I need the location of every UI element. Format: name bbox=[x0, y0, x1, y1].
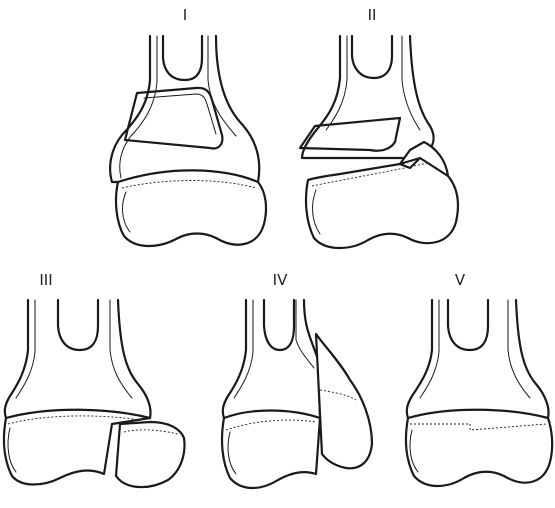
epiphysis-3-fragment bbox=[116, 422, 184, 487]
epiphysis-1 bbox=[116, 170, 266, 246]
metaphysis-3 bbox=[5, 300, 151, 418]
epiphysis-5 bbox=[406, 410, 552, 486]
metaphysis-2 bbox=[300, 36, 434, 158]
epiphysis-4-main bbox=[222, 411, 320, 489]
panel-2-label: II bbox=[368, 6, 377, 24]
panel-1-label: I bbox=[183, 6, 187, 24]
panel-3-label: III bbox=[39, 271, 52, 289]
panel-2: II bbox=[300, 6, 458, 248]
metaphysis-5 bbox=[407, 300, 549, 418]
panel-5: V bbox=[406, 271, 552, 486]
panel-4: IV bbox=[222, 271, 372, 488]
panel-3: III bbox=[4, 271, 184, 487]
panel-1: I bbox=[110, 6, 266, 246]
metaphysis-1 bbox=[110, 36, 259, 182]
fragment-4 bbox=[316, 334, 372, 468]
panel-5-label: V bbox=[455, 271, 466, 289]
panel-4-label: IV bbox=[273, 271, 288, 289]
metaphysis-4 bbox=[223, 300, 320, 418]
